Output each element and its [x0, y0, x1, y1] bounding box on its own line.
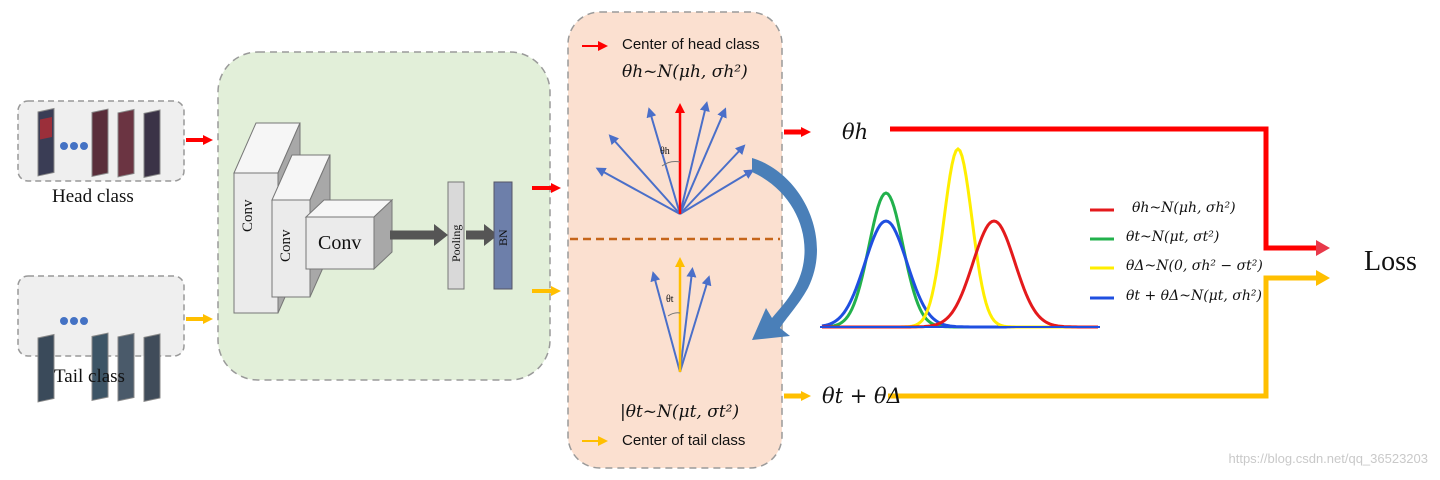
head-class-label: Head class — [52, 186, 134, 207]
bn-label: BN — [496, 229, 510, 246]
tail-loss-path — [888, 275, 1318, 399]
conv2-label: Conv — [278, 229, 294, 262]
legend-item-tail: θt~N(μt, σt²) — [1126, 229, 1220, 245]
head-center-legend: Center of head class — [622, 36, 760, 53]
tail-angle-label: θt — [666, 294, 674, 305]
head-angle-label: θh — [660, 146, 670, 157]
distribution-curves — [821, 146, 1098, 329]
tail-vectors — [650, 267, 712, 373]
tail-thumbnails — [37, 317, 161, 403]
bn-layer — [493, 181, 513, 290]
transfer-arc — [752, 158, 817, 340]
conv3-label: Conv — [318, 232, 362, 254]
head-distribution: θh~N(μh, σh²) — [622, 62, 748, 82]
legend-item-head: θh~N(μh, σh²) — [1132, 200, 1236, 216]
tail-center-legend: Center of tail class — [622, 432, 746, 449]
head-loss-path — [890, 126, 1318, 251]
legend-item-sum: θt + θΔ~N(μt, σh²) — [1126, 288, 1262, 304]
conv-block-3 — [304, 198, 394, 271]
head-vectors — [595, 101, 755, 215]
tail-class-label: Tail class — [54, 366, 125, 387]
conv1-label: Conv — [240, 199, 256, 232]
legend-swatches — [1090, 208, 1114, 300]
pooling-layer — [447, 181, 465, 290]
theta-sum-output: θt + θΔ — [822, 384, 902, 408]
theta-h-output: θh — [842, 120, 869, 144]
head-thumbnails — [37, 107, 161, 178]
tail-distribution: |θt~N(μt, σt²) — [620, 402, 740, 422]
legend-item-delta: θΔ~N(0, σh² − σt²) — [1126, 258, 1263, 274]
pooling-label: Pooling — [449, 224, 463, 262]
watermark: https://blog.csdn.net/qq_36523203 — [1228, 451, 1429, 466]
curve-tail-dist — [821, 191, 1098, 329]
loss-label: Loss — [1364, 246, 1417, 277]
